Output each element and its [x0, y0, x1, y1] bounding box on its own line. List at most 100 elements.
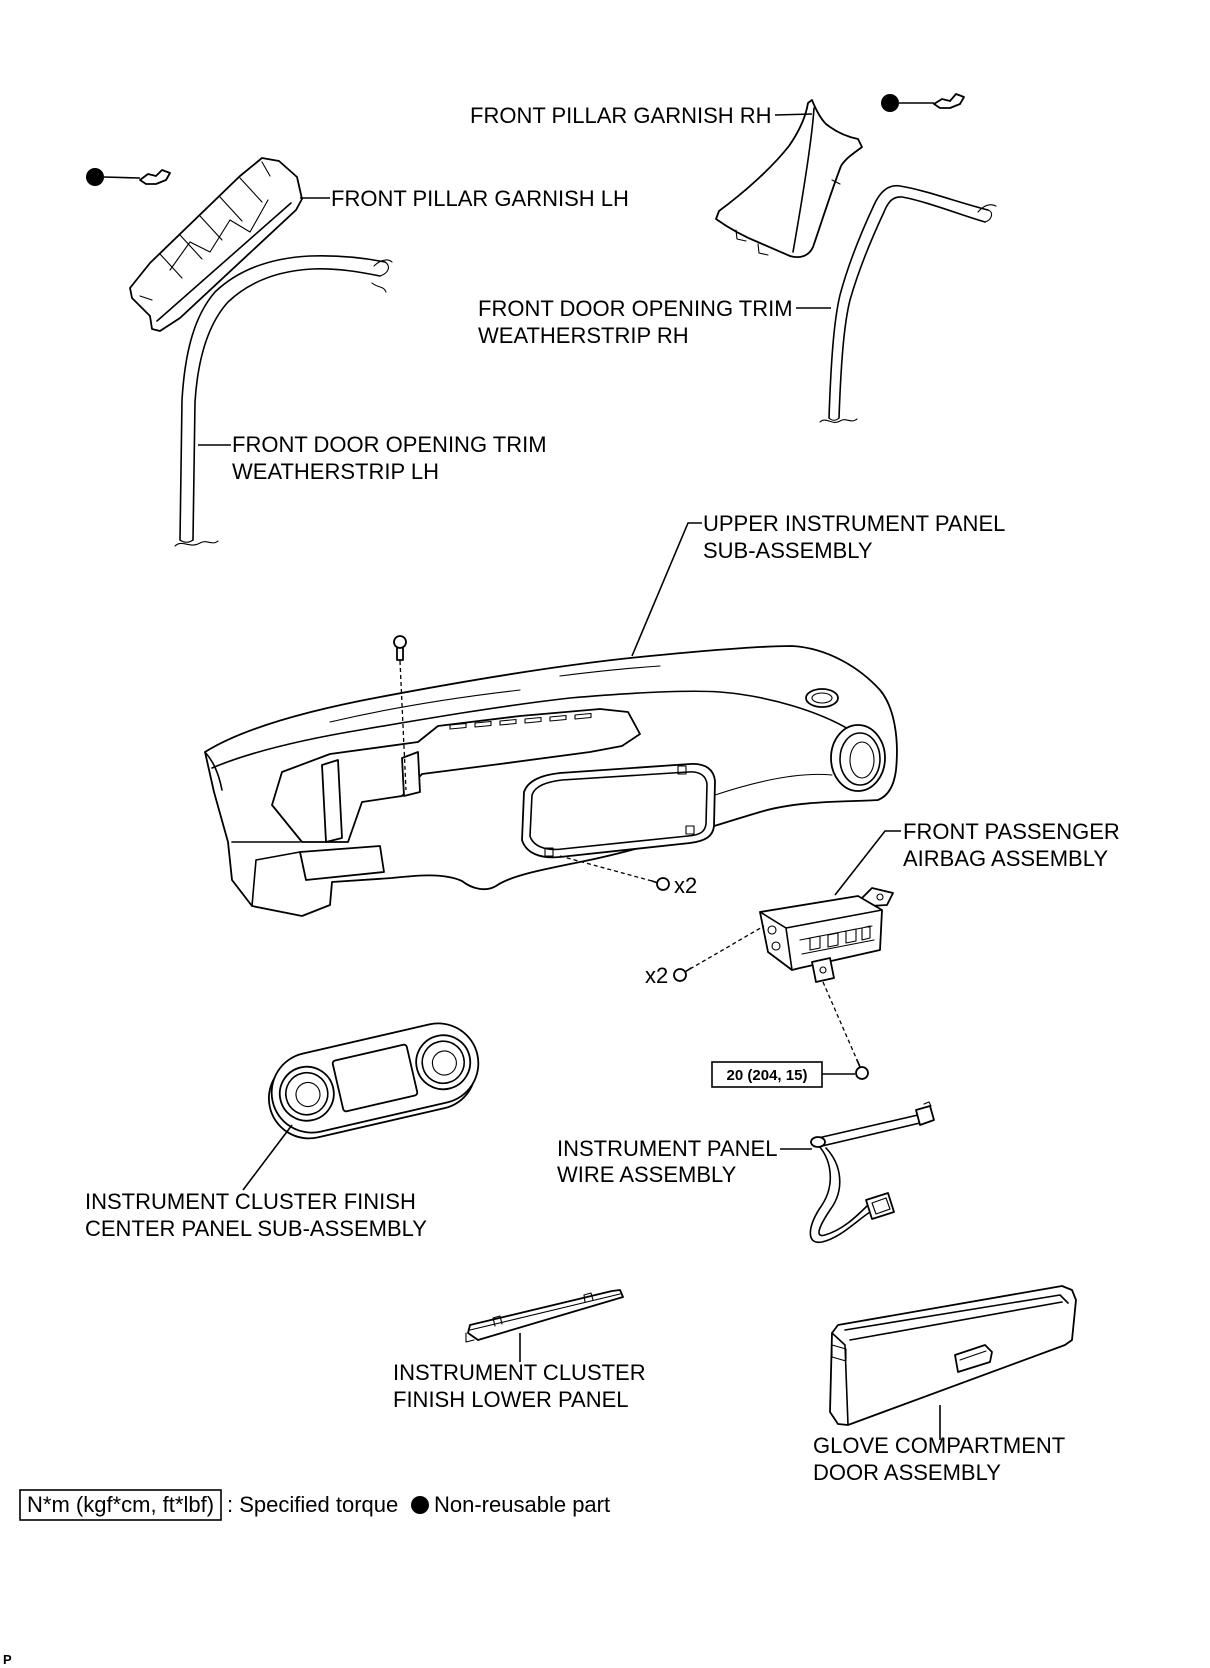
panel-screw-quantity: x2: [674, 873, 697, 898]
leader-upper-instrument-panel: [631, 522, 702, 657]
weatherstrip-rh-inner: [838, 196, 986, 419]
garnish-lh-outline: [129, 157, 303, 332]
label-weatherstrip-rh-line2: WEATHERSTRIP RH: [478, 323, 689, 348]
bolt-icon: [393, 635, 407, 649]
right-vent-core: [849, 741, 875, 779]
glove-box-handle-recess: [959, 1350, 987, 1361]
sensor-grille-inner: [811, 692, 833, 704]
right-vent-inner: [839, 732, 881, 786]
screw-install-path: [559, 855, 653, 882]
bolt-shank: [396, 646, 404, 661]
screw-icon: [673, 968, 687, 982]
meter-opening: [271, 708, 641, 843]
airbag-bottom-bracket: [811, 957, 835, 983]
left-knee-box-edges: [231, 841, 301, 907]
label-airbag-line1: FRONT PASSENGER: [903, 819, 1120, 844]
airbag-bottom-bracket-hole: [819, 966, 827, 974]
front-pillar-garnish-lh: [129, 157, 303, 332]
airbag-ribs: [799, 925, 875, 955]
legend-torque-units: N*m (kgf*cm, ft*lbf): [27, 1492, 214, 1517]
center-panel-right-vent-ring: [421, 1040, 466, 1085]
label-center-panel-line1: INSTRUMENT CLUSTER FINISH: [85, 1189, 416, 1214]
glove-box-hinge: [831, 1344, 847, 1362]
legend-non-reusable-description: Non-reusable part: [434, 1492, 610, 1517]
left-shelf: [299, 845, 385, 881]
airbag-bolt: 20 (204, 15): [711, 981, 869, 1088]
meter-bracket-left: [321, 759, 343, 843]
legend-torque-box: [19, 1489, 222, 1521]
lower-panel-tabs: [465, 1292, 594, 1343]
legend-torque-description: : Specified torque: [227, 1492, 398, 1517]
wire-connector-upper-detail: [923, 1101, 932, 1107]
center-panel-display-opening: [331, 1043, 419, 1113]
lower-panel-edge: [469, 1293, 621, 1331]
legend: N*m (kgf*cm, ft*lbf) : Specified torque …: [19, 1489, 610, 1521]
clip-icon: [933, 93, 965, 109]
torque-spec-value: 20 (204, 15): [727, 1067, 808, 1084]
front-door-opening-trim-weatherstrip-lh: [174, 255, 393, 547]
label-wire-line2: WIRE ASSEMBLY: [557, 1162, 737, 1187]
weatherstrip-lh-inner: [192, 268, 381, 541]
wire-upper-branch-a: [817, 1114, 919, 1139]
panel-screws: x2: [559, 855, 697, 898]
airbag-body: [759, 895, 883, 971]
garnish-rh-tabs: [735, 179, 841, 256]
front-door-opening-trim-weatherstrip-rh: [819, 184, 997, 423]
sensor-grille: [805, 688, 839, 708]
weatherstrip-rh-outer: [828, 184, 989, 419]
airbag-top-bracket-hole: [876, 893, 884, 901]
center-panel-right-vent-core: [431, 1050, 457, 1076]
non-reusable-marker-icon: [86, 168, 104, 186]
clip-lh-marker-line: [103, 176, 141, 179]
airbag-screws: x2: [645, 925, 765, 988]
non-reusable-marker-icon: [881, 94, 899, 112]
corner-mark: P: [3, 1652, 12, 1667]
label-wire-line1: INSTRUMENT PANEL: [557, 1136, 777, 1161]
center-panel-left-vent-core: [295, 1081, 321, 1108]
wire-upper-branch-b: [821, 1122, 921, 1147]
center-opening-inner: [529, 771, 708, 851]
panel-top-bolt: [393, 635, 407, 791]
front-passenger-airbag: [759, 887, 894, 983]
clip-icon: [139, 169, 171, 185]
torque-spec-box: [711, 1061, 823, 1088]
label-weatherstrip-lh-line1: FRONT DOOR OPENING TRIM: [232, 432, 547, 457]
airbag-screw-shank: [684, 967, 692, 973]
screw-icon: [656, 877, 670, 891]
wire-lower-branch-a: [809, 1144, 871, 1243]
label-airbag-line2: AIRBAG ASSEMBLY: [903, 846, 1108, 871]
garnish-rh-outline: [715, 99, 863, 259]
center-opening-outer: [521, 763, 716, 859]
airbag-side-hole-upper: [767, 925, 777, 935]
front-pillar-garnish-rh: [715, 99, 863, 259]
label-weatherstrip-lh-line2: WEATHERSTRIP LH: [232, 459, 439, 484]
defroster-slots: [449, 712, 592, 730]
airbag-bolt-install-path: [822, 981, 858, 1061]
glove-box-rim: [844, 1294, 1069, 1341]
airbag-side-hole-lower: [771, 941, 781, 951]
non-reusable-clip-rh: [881, 93, 965, 112]
label-upper-instrument-panel-line1: UPPER INSTRUMENT PANEL: [703, 511, 1005, 536]
label-glove-compartment-line2: DOOR ASSEMBLY: [813, 1460, 1001, 1485]
weatherstrip-rh-ends: [819, 204, 997, 423]
glove-box-side: [831, 1332, 849, 1426]
non-reusable-marker-icon: [411, 1496, 429, 1514]
wire-lower-branch-b: [818, 1147, 869, 1237]
garnish-lh-ribs: [139, 161, 271, 301]
meter-bracket-center: [401, 751, 421, 797]
weatherstrip-lh-outer: [179, 255, 386, 541]
weatherstrip-lh-ends: [174, 259, 393, 547]
label-glove-compartment-line1: GLOVE COMPARTMENT: [813, 1433, 1065, 1458]
instrument-panel-left-edge: [204, 751, 223, 791]
upper-instrument-panel: [204, 645, 898, 917]
wire-clip: [810, 1136, 826, 1148]
instrument-panel-top-crease: [211, 690, 851, 769]
leader-center-panel: [242, 1124, 293, 1191]
instrument-cluster-finish-center-panel: [267, 1022, 480, 1140]
airbag-screw-install-path: [689, 925, 765, 970]
garnish-lh-face-edge: [156, 202, 292, 322]
center-panel-left-vent: [278, 1065, 335, 1122]
bolt-icon: [855, 1066, 869, 1080]
garnish-rh-fold: [792, 107, 815, 253]
